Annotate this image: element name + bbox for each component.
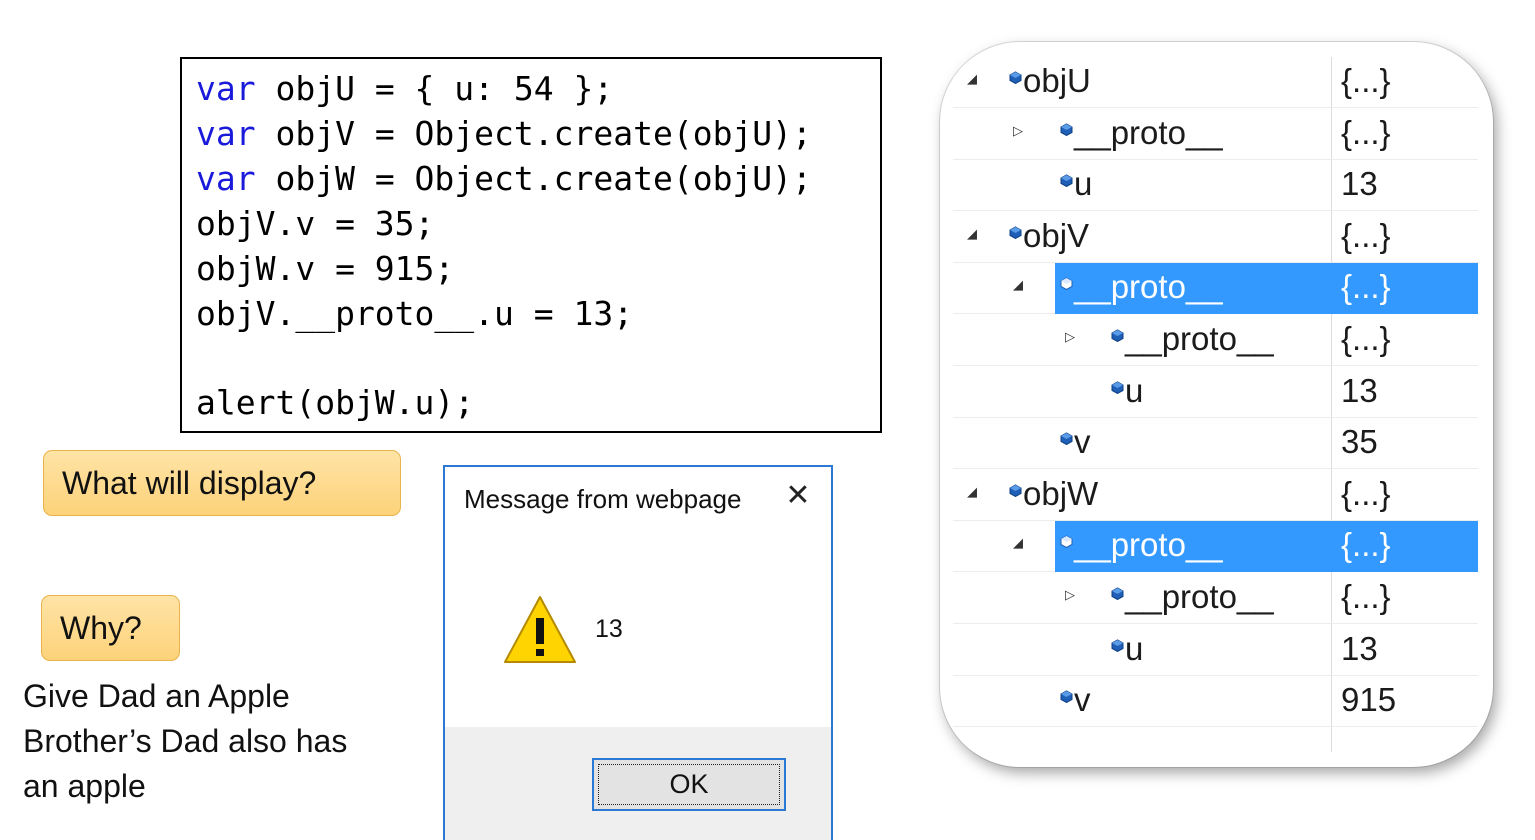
watch-value: {...} [1341, 216, 1391, 254]
ok-button[interactable]: OK [592, 758, 786, 811]
watch-value: 13 [1341, 165, 1378, 203]
watch-row[interactable]: v 915 [953, 676, 1478, 728]
watch-name: __proto__ [1074, 268, 1223, 306]
expand-arrow-icon[interactable]: ▷ [1013, 123, 1023, 139]
watch-name: u [1125, 629, 1144, 667]
selection-highlight [1055, 521, 1478, 573]
warning-icon [504, 596, 576, 663]
code-line: var objW = Object.create(objU); [196, 159, 812, 199]
column-separator [1331, 57, 1332, 752]
watch-value: 13 [1341, 629, 1378, 667]
watch-name: __proto__ [1125, 578, 1274, 615]
watch-row[interactable]: u 13 [953, 367, 1478, 418]
watch-panel: ◢ objU {...} ▷ __proto__ {...} u 13 ◢ objV {...} ◢ _… [940, 42, 1493, 767]
watch-value: {...} [1341, 526, 1391, 564]
explanation-line: Brother’s Dad also has [23, 723, 348, 759]
watch-value: {...} [1341, 578, 1391, 615]
code-snippet: var objU = { u: 54 }; var objV = Object.… [180, 57, 882, 433]
expand-arrow-icon[interactable]: ▷ [1065, 588, 1075, 603]
object-field-icon [1009, 71, 1022, 84]
watch-name: v [1074, 681, 1091, 719]
watch-row[interactable]: u 13 [953, 625, 1478, 676]
watch-value: 13 [1341, 371, 1378, 409]
code-line: var objV = Object.create(objU); [196, 114, 812, 154]
code-text: objU = { u: 54 }; [255, 69, 614, 108]
watch-row[interactable]: ◢ __proto__ {...} [953, 263, 1478, 315]
watch-name: objW [1023, 474, 1099, 512]
collapse-arrow-icon[interactable]: ◢ [967, 226, 977, 242]
why-callout: Why? [41, 595, 180, 661]
keyword: var [196, 159, 256, 198]
watch-name: v [1074, 423, 1091, 461]
watch-row[interactable]: u 13 [953, 160, 1478, 212]
keyword: var [196, 114, 256, 153]
watch-value: {...} [1341, 320, 1391, 357]
watch-name: u [1125, 371, 1144, 409]
alert-dialog: Message from webpage ✕ 13 OK [443, 465, 833, 840]
object-field-icon [1060, 277, 1073, 291]
watch-row[interactable]: ◢ __proto__ {...} [953, 521, 1478, 573]
code-line: objW.v = 915; [196, 249, 454, 289]
watch-row[interactable]: ▷ __proto__ {...} [953, 315, 1478, 366]
dialog-title: Message from webpage [464, 484, 742, 514]
close-icon[interactable]: ✕ [785, 478, 811, 513]
code-text: alert(objW.u); [196, 383, 475, 422]
code-text: objW.v = 915; [196, 249, 455, 288]
explanation-line: an apple [23, 768, 146, 804]
object-field-icon [1060, 123, 1073, 136]
selection-highlight [1055, 263, 1478, 315]
object-field-icon [1009, 226, 1022, 239]
explanation-line: Give Dad an Apple [23, 678, 290, 714]
watch-row[interactable]: ▷ __proto__ {...} [953, 573, 1478, 624]
watch-name: objV [1023, 216, 1090, 254]
keyword: var [196, 69, 256, 108]
watch-value: {...} [1341, 268, 1391, 306]
watch-name: u [1074, 165, 1093, 203]
code-line: objV.v = 35; [196, 204, 434, 244]
code-line: alert(objW.u); [196, 383, 474, 423]
watch-value: 35 [1341, 423, 1378, 461]
code-text: objV.v = 35; [196, 204, 435, 243]
watch-name: __proto__ [1125, 320, 1274, 357]
code-text: objW = Object.create(objU); [255, 159, 812, 198]
object-field-icon [1060, 535, 1073, 549]
object-field-icon [1009, 484, 1022, 497]
code-text: objV.__proto__.u = 13; [196, 294, 634, 333]
watch-row[interactable]: ◢ objU {...} [953, 57, 1478, 108]
watch-value: {...} [1341, 62, 1391, 99]
watch-row[interactable]: ◢ objW {...} [953, 470, 1478, 521]
watch-row[interactable]: v 35 [953, 418, 1478, 470]
collapse-arrow-icon[interactable]: ◢ [967, 484, 977, 500]
object-field-icon [1060, 174, 1073, 188]
watch-table: ◢ objU {...} ▷ __proto__ {...} u 13 ◢ objV {...} ◢ _… [953, 57, 1478, 752]
watch-row[interactable]: ▷ __proto__ {...} [953, 109, 1478, 160]
watch-value: {...} [1341, 113, 1391, 151]
object-field-icon [1111, 587, 1124, 600]
dialog-message: 13 [595, 615, 623, 643]
expand-arrow-icon[interactable]: ▷ [1065, 330, 1075, 345]
collapse-arrow-icon[interactable]: ◢ [1013, 536, 1023, 552]
code-text: objV = Object.create(objU); [255, 114, 812, 153]
code-line: objV.__proto__.u = 13; [196, 294, 633, 334]
question-callout: What will display? [43, 450, 401, 516]
watch-value: 915 [1341, 681, 1397, 719]
collapse-arrow-icon[interactable]: ◢ [967, 72, 977, 87]
explanation-text: Give Dad an Apple Brother’s Dad also has… [23, 674, 423, 809]
code-line: var objU = { u: 54 }; [196, 69, 613, 109]
object-field-icon [1060, 432, 1073, 446]
collapse-arrow-icon[interactable]: ◢ [1013, 278, 1023, 294]
watch-name: __proto__ [1074, 113, 1223, 151]
object-field-icon [1111, 639, 1124, 652]
object-field-icon [1111, 329, 1124, 342]
watch-name: objU [1023, 62, 1091, 99]
watch-row[interactable]: ◢ objV {...} [953, 212, 1478, 263]
dialog-footer: OK [445, 727, 831, 840]
watch-value: {...} [1341, 474, 1391, 512]
object-field-icon [1111, 381, 1124, 394]
object-field-icon [1060, 690, 1073, 704]
watch-name: __proto__ [1074, 526, 1223, 564]
